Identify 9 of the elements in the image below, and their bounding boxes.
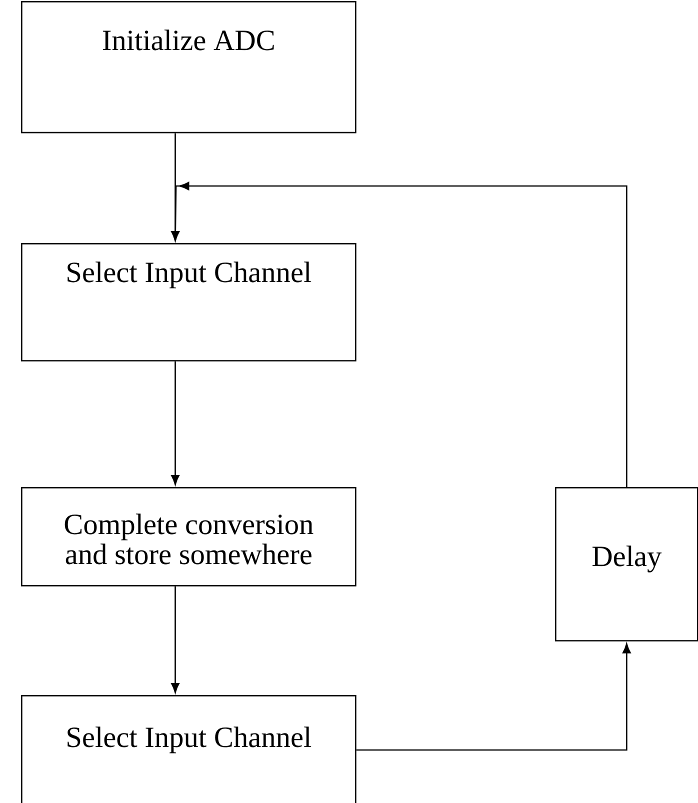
process-box: Complete conversion and store somewhere bbox=[21, 487, 356, 586]
process-box: Delay bbox=[555, 487, 698, 642]
process-box: Select Input Channel bbox=[21, 695, 356, 803]
arrow bbox=[171, 182, 628, 487]
arrow bbox=[171, 586, 180, 694]
process-box: Select Input Channel bbox=[21, 243, 356, 362]
arrow bbox=[171, 361, 180, 486]
arrow bbox=[356, 643, 631, 751]
process-box: Initialize ADC bbox=[21, 1, 356, 134]
